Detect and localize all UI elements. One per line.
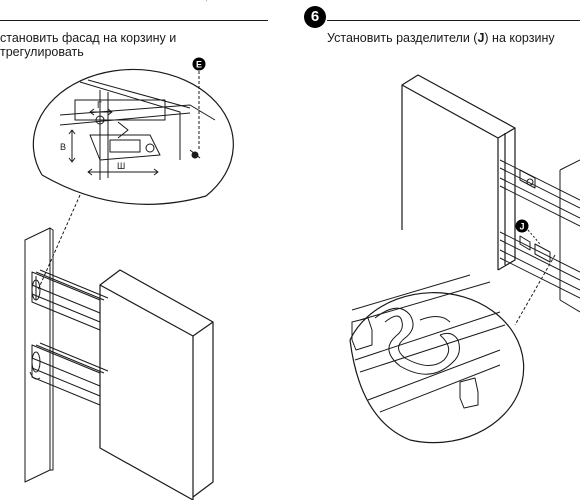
callout-j-label: J [519, 222, 524, 232]
callout-j-badge [515, 219, 529, 233]
front-facade-panel [99, 269, 214, 500]
right-instruction: Установить разделители (J) на корзину [327, 31, 555, 45]
basket-top [31, 269, 109, 331]
right-basket-top [499, 159, 580, 227]
right-assembly-illustration: J [349, 74, 580, 444]
callout-e-badge [192, 57, 206, 71]
right-header-rule [327, 20, 580, 21]
dim-label-sh: Ш [117, 161, 125, 171]
step-number-badge: 6 [304, 6, 326, 28]
basket-bottom [29, 342, 109, 406]
page-header-mark: , [205, 0, 208, 2]
callout-e-label: E [196, 60, 202, 70]
detail-magnifier-right [349, 274, 525, 444]
right-instruction-bold-part: J [477, 31, 485, 45]
detail-magnifier-left [32, 68, 234, 205]
right-instruction-suffix: ) на корзину [484, 31, 555, 45]
left-header-rule [0, 20, 268, 21]
cabinet-side-panel [24, 227, 54, 483]
left-assembly-illustration: E [24, 57, 234, 500]
back-panel-edge [559, 159, 580, 171]
right-basket-bottom [499, 231, 580, 299]
dim-label-g: Г [97, 100, 102, 110]
dim-label-v: В [60, 142, 66, 152]
left-instruction-line-2: трегулировать [0, 45, 84, 59]
left-instruction-line-1: становить фасад на корзину и [0, 31, 177, 45]
right-facade-panel [401, 74, 516, 271]
right-instruction-prefix: Установить разделители ( [327, 31, 478, 45]
